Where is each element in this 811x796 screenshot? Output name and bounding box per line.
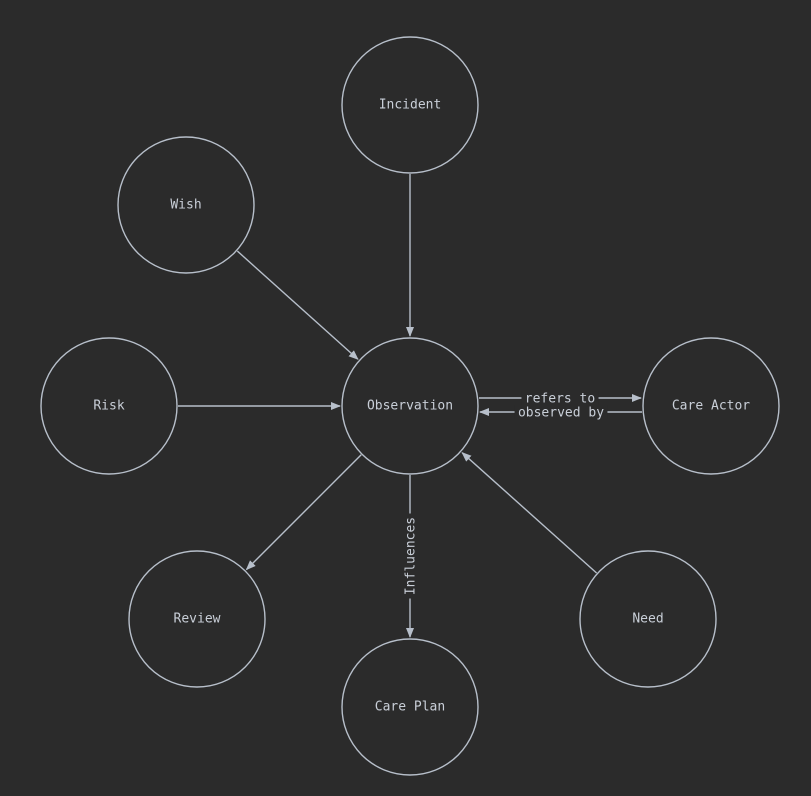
node-circle	[117, 136, 255, 274]
edge-observation-to-review	[245, 454, 362, 571]
edge-care-actor-to-observation: observed by	[479, 405, 642, 421]
edge-label-bg	[521, 391, 599, 405]
node-label: Review	[174, 612, 221, 627]
node-label: Care Plan	[375, 700, 445, 715]
node-label: Incident	[379, 98, 442, 113]
node-circle	[128, 550, 266, 688]
edge-need-to-observation	[461, 452, 598, 574]
edge-line	[245, 454, 362, 571]
edge-observation-to-care-plan: Influences	[403, 475, 419, 638]
node-observation[interactable]: Observation	[341, 337, 479, 475]
node-care-plan[interactable]: Care Plan	[341, 638, 479, 776]
node-circle	[642, 337, 780, 475]
edge-line	[236, 250, 359, 360]
node-circle	[579, 550, 717, 688]
edge-label-bg	[514, 405, 608, 419]
node-circle	[341, 337, 479, 475]
edge-label-bg	[403, 513, 417, 599]
node-circle	[40, 337, 178, 475]
node-incident[interactable]: Incident	[341, 36, 479, 174]
node-care-actor[interactable]: Care Actor	[642, 337, 780, 475]
node-wish[interactable]: Wish	[117, 136, 255, 274]
node-circle	[341, 638, 479, 776]
edge-wish-to-observation	[236, 250, 359, 360]
node-risk[interactable]: Risk	[40, 337, 178, 475]
edge-label: refers to	[525, 392, 595, 407]
node-label: Wish	[170, 198, 201, 213]
node-circle	[341, 36, 479, 174]
node-review[interactable]: Review	[128, 550, 266, 688]
node-label: Care Actor	[672, 399, 750, 414]
edge-observation-to-care-actor: refers to	[479, 391, 642, 407]
edge-line	[461, 452, 598, 574]
edge-label: Influences	[404, 517, 419, 595]
node-need[interactable]: Need	[579, 550, 717, 688]
node-label: Need	[632, 612, 663, 627]
node-label: Risk	[93, 399, 124, 414]
node-label: Observation	[367, 399, 453, 414]
edge-label: observed by	[518, 406, 604, 421]
